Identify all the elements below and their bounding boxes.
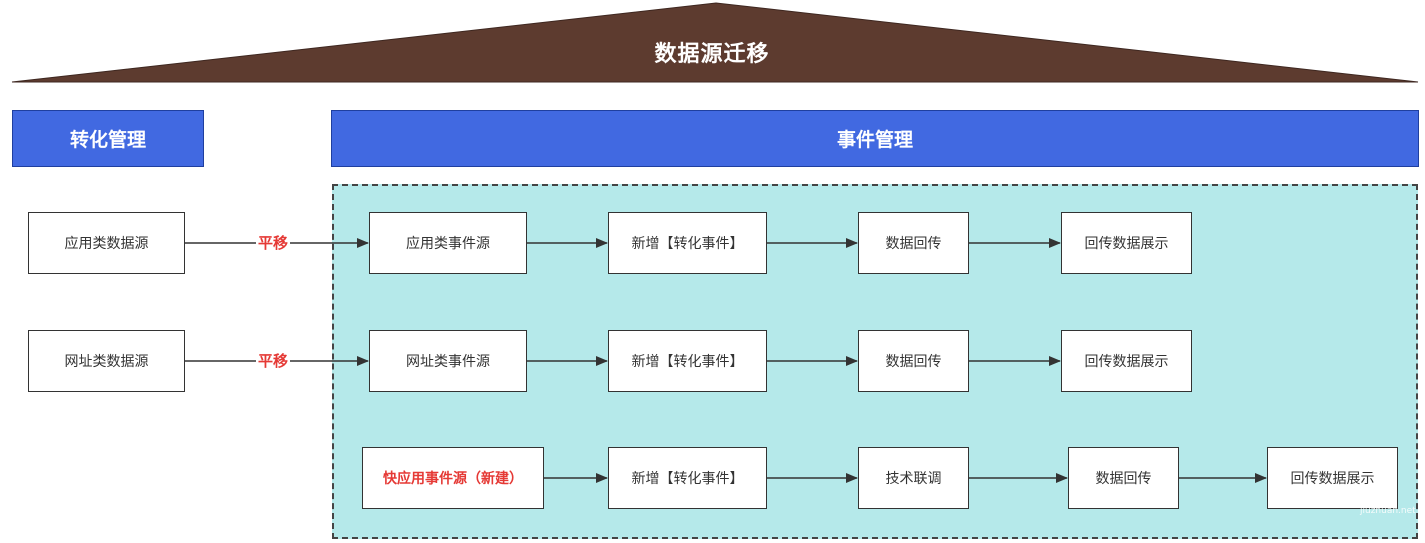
node-r3-step3: 技术联调 (858, 447, 969, 509)
roof-shape (11, 2, 1419, 83)
section-event-management: 事件管理 (331, 110, 1419, 167)
watermark: jiuzhuan.net (1360, 506, 1416, 516)
diagram-title: 数据源迁移 (654, 42, 770, 67)
node-r3-step1-new: 快应用事件源（新建） (362, 447, 544, 509)
node-r2-step3: 数据回传 (858, 330, 969, 392)
node-r2-step4: 回传数据展示 (1061, 330, 1192, 392)
roof-triangle (11, 2, 1419, 83)
edge-label-r2: 平移 (256, 352, 291, 370)
node-r1-step2: 新增【转化事件】 (608, 212, 767, 274)
section-conversion-management: 转化管理 (12, 110, 204, 167)
edge-label-r1: 平移 (256, 234, 291, 252)
node-r1-step4: 回传数据展示 (1061, 212, 1192, 274)
node-r1-source: 应用类数据源 (28, 212, 185, 274)
node-r1-step1: 应用类事件源 (369, 212, 527, 274)
node-r2-step2: 新增【转化事件】 (608, 330, 767, 392)
node-r2-source: 网址类数据源 (28, 330, 185, 392)
node-r3-step2: 新增【转化事件】 (608, 447, 767, 509)
node-r2-step1: 网址类事件源 (369, 330, 527, 392)
node-r1-step3: 数据回传 (858, 212, 969, 274)
node-r3-step4: 数据回传 (1068, 447, 1179, 509)
node-r3-step5: 回传数据展示 (1267, 447, 1398, 509)
